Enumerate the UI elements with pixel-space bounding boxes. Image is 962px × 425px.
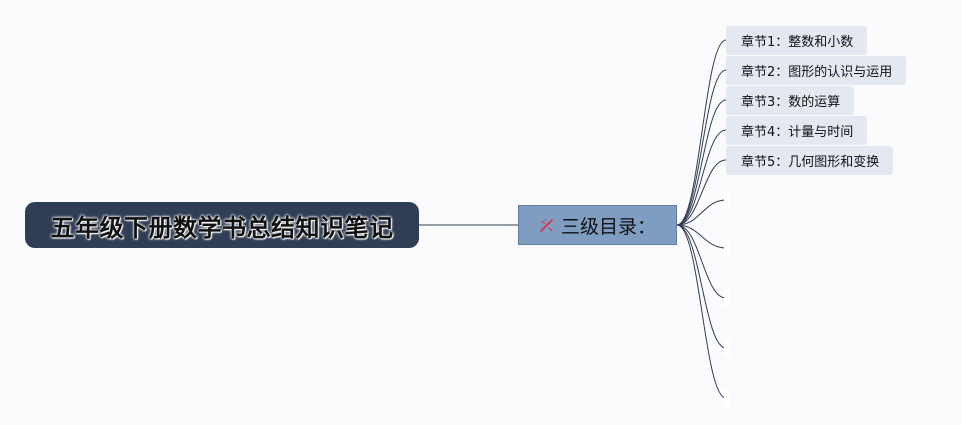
empty-leaf-node[interactable]: [724, 239, 730, 257]
leaf-node-label: 章节3：数的运算: [741, 95, 841, 110]
empty-leaf-node[interactable]: [724, 339, 730, 357]
empty-leaf-node[interactable]: [724, 191, 730, 209]
root-node-label: 五年级下册数学书总结知识笔记: [50, 213, 394, 242]
magic-wand-icon: [540, 218, 553, 232]
branch-node-label: 三级目录：: [560, 215, 656, 238]
leaf-node-label: 章节5：几何图形和变换: [741, 155, 880, 170]
leaf-node-chapter-1[interactable]: 章节1：整数和小数: [726, 26, 868, 55]
leaf-node-label: 章节2：图形的认识与运用: [741, 65, 893, 80]
leaf-connector-3: [676, 99, 727, 226]
leaf-node-chapter-5[interactable]: 章节5：几何图形和变换: [726, 146, 894, 175]
empty-leaf-node[interactable]: [724, 289, 730, 307]
leaf-node-label: 章节4：计量与时间: [741, 125, 854, 140]
empty-leaf-node[interactable]: [724, 389, 730, 407]
branch-node[interactable]: 三级目录：: [518, 205, 677, 245]
leaf-connector-7: [676, 224, 727, 249]
leaf-connector-5: [676, 159, 727, 226]
root-node[interactable]: 五年级下册数学书总结知识笔记: [25, 202, 419, 248]
leaf-connector-8: [676, 224, 727, 299]
leaf-connector-10: [676, 224, 727, 399]
leaf-connector-9: [676, 224, 727, 349]
leaf-node-label: 章节1：整数和小数: [741, 35, 854, 50]
leaf-node-chapter-2[interactable]: 章节2：图形的认识与运用: [726, 56, 907, 85]
leaf-node-chapter-3[interactable]: 章节3：数的运算: [726, 86, 855, 115]
leaf-connector-1: [676, 39, 727, 226]
leaf-node-chapter-4[interactable]: 章节4：计量与时间: [726, 116, 868, 145]
leaf-connector-6: [676, 199, 727, 226]
leaf-connector-4: [676, 129, 727, 226]
leaf-connector-2: [676, 69, 727, 226]
